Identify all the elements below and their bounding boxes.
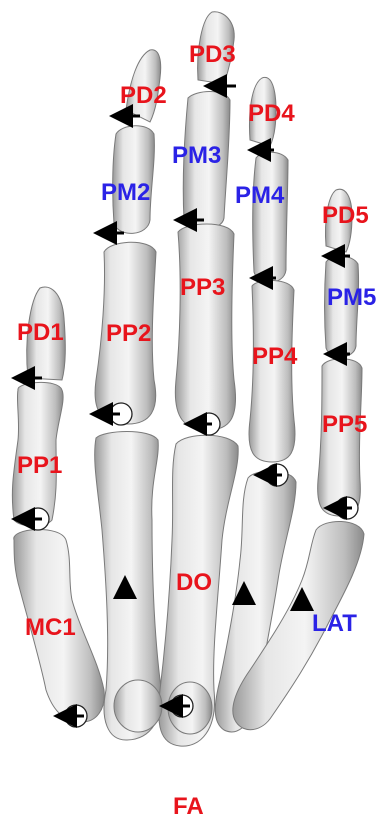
label-pd5: PD5 [322,202,369,229]
label-pp3: PP3 [180,274,225,301]
label-lat: LAT [312,610,357,637]
label-pm4: PM4 [235,182,285,209]
label-pd3: PD3 [189,41,236,68]
label-pm2: PM2 [101,179,150,206]
label-pp1: PP1 [17,452,62,479]
label-mc1: MC1 [25,614,76,641]
digit-1-bones [12,287,104,722]
bone-pm4 [253,152,288,282]
label-pm5: PM5 [327,284,376,311]
label-pm3: PM3 [172,142,221,169]
label-pd4: PD4 [248,100,295,127]
label-pp5: PP5 [322,411,367,438]
label-pp2: PP2 [106,320,151,347]
label-pp4: PP4 [252,343,298,370]
digit-3-bones [159,12,239,746]
bone-pp3 [175,224,235,430]
label-do: DO [176,569,212,596]
label-pd1: PD1 [17,319,64,346]
label-fa: FA [173,793,204,820]
carpal-2 [114,680,162,732]
label-pd2: PD2 [120,82,167,109]
digit-2-bones [95,50,162,740]
bone-pp4 [249,280,295,462]
